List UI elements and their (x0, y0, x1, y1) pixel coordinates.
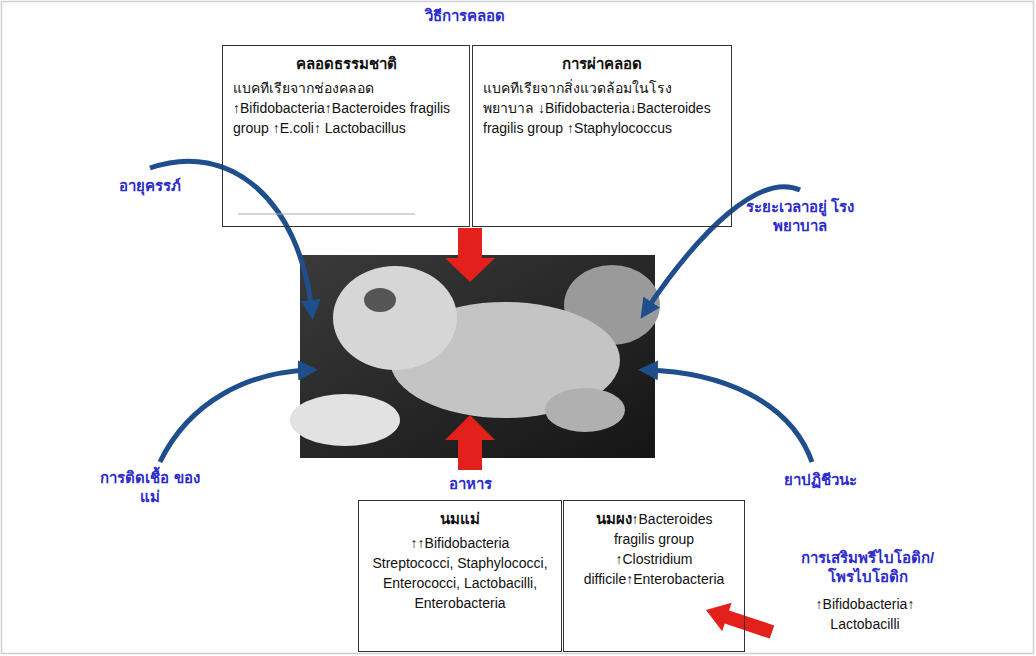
box-body: แบคทีเรียจากช่องคลอด ↑Bifidobacteria↑Bac… (233, 78, 459, 138)
factor-arrow (646, 370, 812, 462)
info-box: นมผง↑Bacteroides fragilis group ↑Clostri… (563, 500, 745, 652)
box-heading: นมผง (596, 510, 632, 527)
box-body: ↑↑Bifidobacteria Streptococci, Staphyloc… (369, 533, 551, 613)
note-text: ↑Bifidobacteria↑ Lactobacilli (790, 594, 940, 634)
delivery-arrow (445, 228, 495, 282)
box-body: แบคทีเรียจากสิ่งแวดล้อมในโรงพยาบาล ↓Bifi… (483, 78, 721, 138)
supporting-hand (290, 394, 400, 446)
supplement-arrow (706, 603, 774, 639)
factor-label: อาหาร (420, 474, 520, 493)
info-box: คลอดธรรมชาติแบคทีเรียจากช่องคลอด ↑Bifido… (222, 45, 470, 227)
box-heading: การผ่าคลอด (483, 54, 721, 74)
factor-label: ยาปฏิชีวนะ (760, 470, 880, 489)
food-arrow (445, 415, 495, 470)
factor-label: ระยะเวลาอยู่ โรงพยาบาล (745, 197, 855, 235)
info-box: การผ่าคลอดแบคทีเรียจากสิ่งแวดล้อมในโรงพย… (472, 45, 732, 227)
baby-head (333, 266, 457, 370)
factor-label: การเสริมพรีไบโอติก/ โพรไบโอติก (780, 548, 955, 586)
baby-mouth (364, 288, 396, 312)
factor-arrow (160, 370, 310, 462)
box-heading: คลอดธรรมชาติ (233, 54, 459, 74)
factor-label: อายุครรภ์ (100, 176, 200, 195)
info-box: นมแม่ ↑↑Bifidobacteria Streptococci, Stap… (358, 500, 562, 652)
baby-leg (545, 388, 625, 432)
underline-rule (238, 214, 415, 215)
diagram-title: วิธีการคลอด (365, 6, 565, 26)
factor-label: การติดเชื้อ ของแม่ (95, 468, 205, 506)
box-heading: นมแม่ (369, 509, 551, 529)
